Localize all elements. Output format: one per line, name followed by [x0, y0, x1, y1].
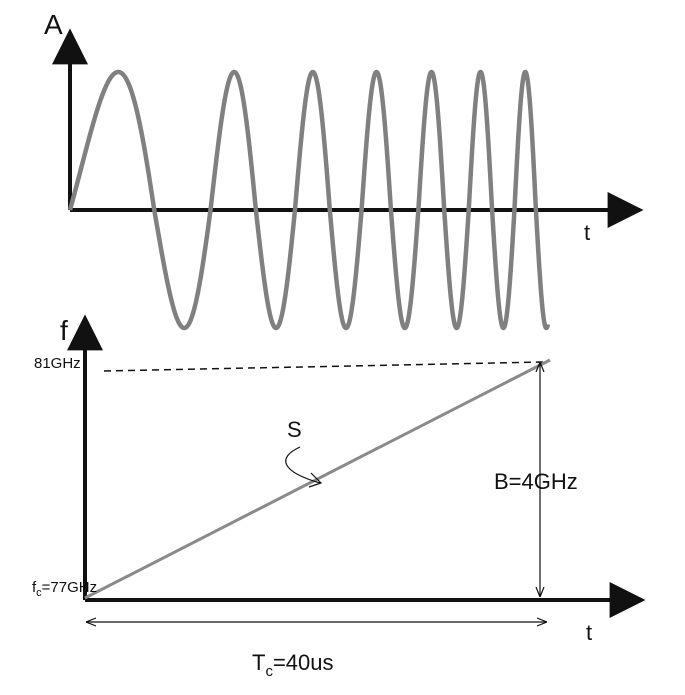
- bottom-x-axis-label: t: [586, 620, 592, 645]
- f-high-dashed-line: [103, 361, 546, 372]
- f-low-label: fc=77GHz: [32, 579, 97, 599]
- top-x-axis-label: t: [584, 220, 590, 245]
- slope-pointer-head-icon: [308, 472, 323, 488]
- duration-label: Tc=40us: [252, 650, 334, 680]
- bandwidth-label: B=4GHz: [494, 469, 578, 494]
- slope-pointer-icon: [285, 446, 321, 484]
- bottom-plot: f t 81GHz fc=77GHz S B=4GHz Tc=40us: [32, 314, 646, 680]
- bottom-y-axis-label: f: [60, 315, 68, 346]
- top-y-axis-label: A: [44, 9, 63, 40]
- f-high-label: 81GHz: [34, 355, 81, 372]
- slope-label: S: [287, 417, 302, 442]
- top-plot: A t: [44, 9, 644, 331]
- chirp-waveform: [67, 69, 551, 331]
